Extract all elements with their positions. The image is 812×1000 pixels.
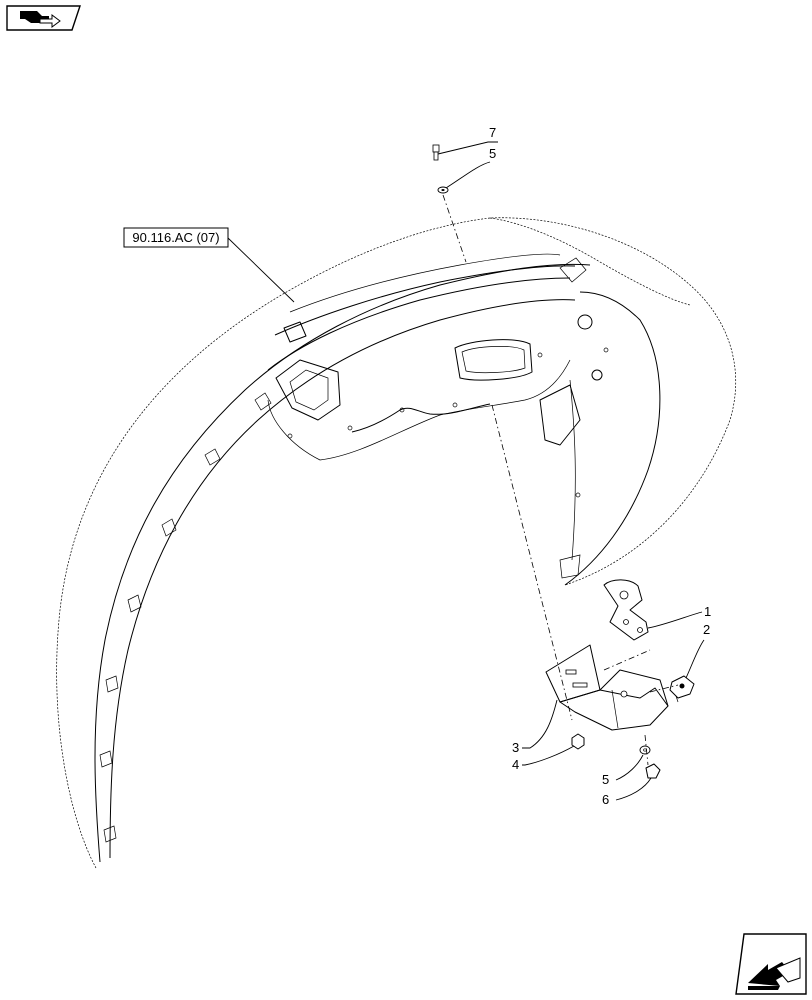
assembly-line-top: [442, 194, 467, 263]
reference-label: 90.116.AC (07): [132, 230, 219, 245]
callout-2: 2: [685, 622, 710, 679]
washer-part-5-bottom: [639, 745, 651, 755]
callout-6: 6: [602, 777, 652, 807]
callout-number-7: 7: [489, 125, 496, 140]
callout-number-6: 6: [602, 792, 609, 807]
callout-3: 3: [512, 699, 558, 755]
bolt-part-6: [645, 763, 661, 779]
shield-part-3: [545, 644, 679, 731]
assembly-line-center: [491, 404, 573, 721]
next-page-arrow-icon[interactable]: [735, 933, 807, 995]
clip-part-2: [669, 675, 695, 703]
washer-part-5-top: [437, 186, 449, 194]
callout-number-1: 1: [704, 604, 711, 619]
callout-number-3: 3: [512, 740, 519, 755]
callout-number-5-bottom: 5: [602, 772, 609, 787]
reference-label-box[interactable]: 90.116.AC (07): [123, 227, 295, 303]
callout-number-4: 4: [512, 757, 519, 772]
callout-1: 1: [647, 604, 711, 629]
bolt-part-7: [432, 144, 440, 161]
page-navigation-icon[interactable]: [6, 5, 81, 31]
bracket-part-1: [603, 579, 649, 641]
callout-4: 4: [512, 745, 575, 772]
callout-number-5-top: 5: [489, 146, 496, 161]
assembly-line-bottom: [644, 734, 649, 766]
callout-7: 7: [437, 125, 498, 155]
callout-5-bottom: 5: [602, 754, 644, 787]
callout-5-top: 5: [445, 146, 496, 189]
callout-number-2: 2: [703, 622, 710, 637]
nut-part-4: [571, 733, 585, 750]
fender-assembly: [56, 217, 737, 869]
